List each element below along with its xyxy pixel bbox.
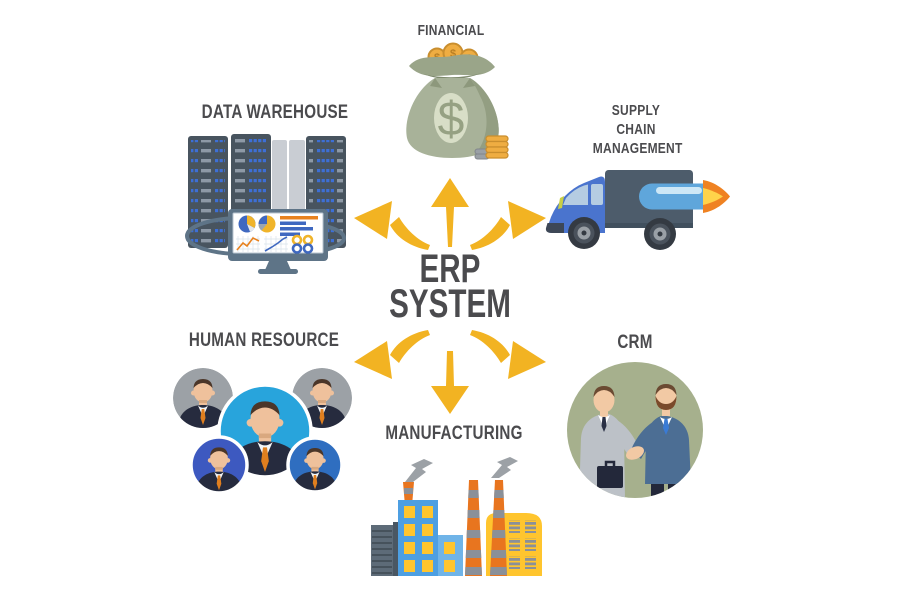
bar-chart	[280, 216, 318, 236]
truck-wheels	[568, 217, 676, 250]
erp-title-line1: ERP	[419, 247, 481, 291]
bullet-rocket	[639, 180, 730, 213]
dollar-sign: $	[438, 93, 465, 146]
data-warehouse-label: DATA WAREHOUSE	[201, 102, 349, 123]
factory-icon	[371, 457, 542, 576]
businessman-right	[631, 384, 691, 498]
avatar-bottom-left	[189, 435, 249, 495]
avatar-top-left	[173, 368, 233, 428]
server-monitor-icon	[185, 134, 346, 274]
striped-chimneys	[465, 480, 507, 576]
smoke	[405, 457, 518, 482]
handshake-hands	[626, 446, 644, 460]
supply-chain-label: SUPPLY CHAIN MANAGEMENT	[592, 102, 683, 158]
arrow-down-right-crm	[470, 330, 546, 379]
arrow-down-manufacturing	[431, 351, 469, 414]
arrow-right-supply-chain	[470, 201, 546, 250]
line-charts	[236, 236, 288, 252]
arrow-left-data-warehouse	[354, 201, 430, 250]
arrow-down-left-human-resource	[354, 330, 430, 379]
avatar-bottom-right	[286, 436, 344, 494]
crm-label: CRM	[617, 332, 653, 353]
arrow-up-financial	[431, 178, 469, 247]
erp-system-title: ERP SYSTEM	[389, 247, 511, 326]
donut-indicators	[291, 234, 314, 254]
human-resource-label: HUMAN RESOURCE	[188, 330, 340, 351]
erp-title-line2: SYSTEM	[389, 282, 511, 326]
manufacturing-label: MANUFACTURING	[385, 423, 523, 444]
team-avatars-icon	[173, 368, 352, 495]
financial-label: FINANCIAL	[417, 22, 485, 39]
svg-text:$: $	[450, 48, 456, 60]
dashboard-monitor	[228, 209, 328, 274]
delivery-truck-icon	[545, 170, 730, 250]
handshake-icon	[567, 362, 703, 498]
money-bag-icon: $ $ $ $	[406, 42, 509, 160]
businessman-left	[579, 386, 639, 498]
coin-stacks	[474, 135, 509, 160]
briefcase	[597, 460, 623, 488]
blue-building	[398, 500, 463, 576]
